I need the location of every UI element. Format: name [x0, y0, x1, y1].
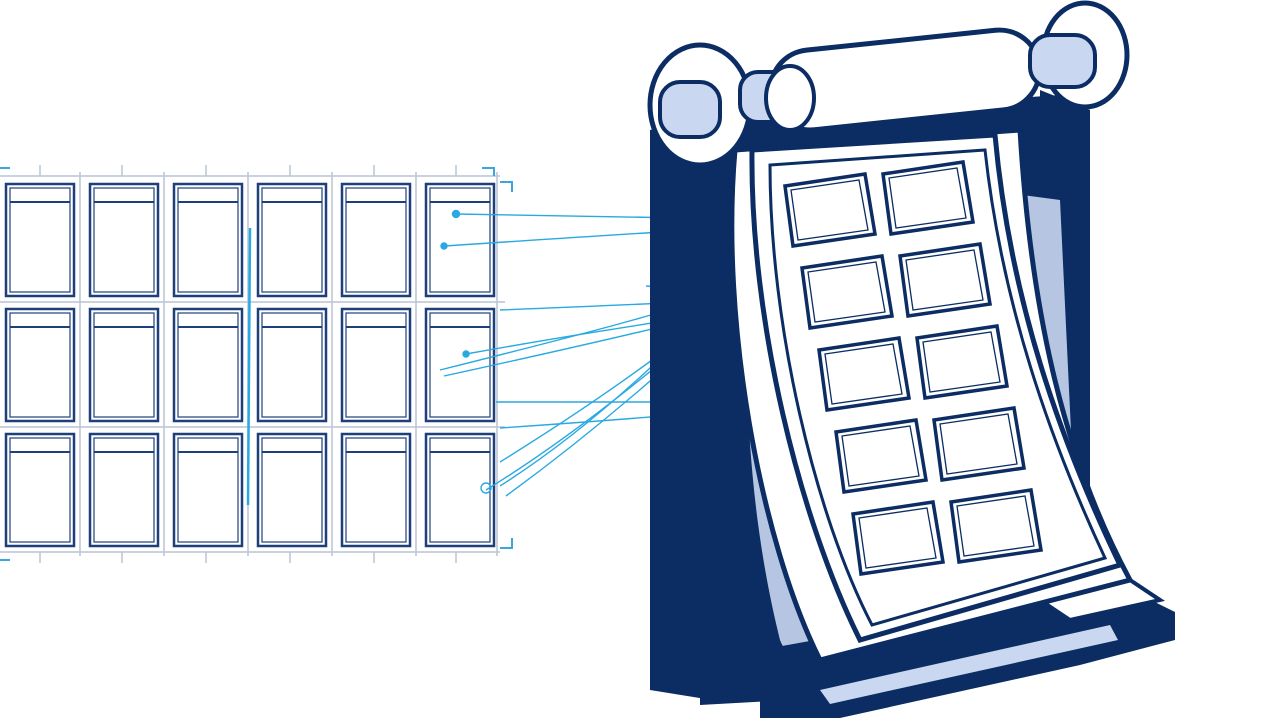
grid-cell-inner [93, 312, 155, 418]
grid-cell-inner [261, 437, 323, 543]
grid-cell [88, 307, 160, 423]
grid-cell [256, 432, 328, 548]
grid-cell-inner [429, 187, 491, 293]
grid-cell-inner [93, 187, 155, 293]
sheet-cell [817, 336, 912, 412]
grid-cell-inner [429, 312, 491, 418]
grid-cell [88, 182, 160, 298]
grid-cell [424, 182, 496, 298]
grid-cell [424, 432, 496, 548]
grid-cell-inner [261, 187, 323, 293]
grid-tick-marks [39, 165, 457, 563]
grid-cell [256, 307, 328, 423]
grid-cell [172, 432, 244, 548]
sheet-cell-inner [905, 249, 984, 311]
sheet-cell-inner [922, 331, 1001, 393]
grid-cell-inner [345, 187, 407, 293]
sheet-cell [932, 406, 1027, 482]
grid-cell-inner [261, 312, 323, 418]
grid-cell-inner [177, 187, 239, 293]
machine-base-highlight [820, 625, 1118, 704]
sheet-cell [881, 160, 976, 236]
flat-grid-panel [0, 165, 513, 563]
sheet-cell [915, 324, 1010, 400]
sheet-cell [949, 488, 1044, 564]
grid-cell-inner [93, 437, 155, 543]
grid-cell [172, 307, 244, 423]
roller-left-hub [658, 80, 722, 139]
grid-cell-inner [9, 437, 71, 543]
machine-back-frame [650, 115, 712, 700]
sheet-cell [783, 172, 878, 248]
sheet-cell-inner [939, 413, 1018, 475]
sheet-cell-inner [824, 343, 903, 405]
sheet-cell [800, 254, 895, 330]
grid-cell-inner [9, 312, 71, 418]
roller-sheet-inner-border [768, 148, 1108, 627]
roller-left-collar [764, 64, 816, 132]
sheet-cell [898, 242, 993, 318]
sheet-cell-inner [858, 507, 937, 569]
sheet-cell-inner [807, 261, 886, 323]
grid-cell [4, 182, 76, 298]
grid-cell [340, 182, 412, 298]
grid-seam-line [246, 227, 252, 506]
grid-cell [88, 432, 160, 548]
grid-cell-inner [345, 312, 407, 418]
sheet-cell-inner [841, 425, 920, 487]
roller-sheet-cells [783, 160, 1044, 576]
roller-machine [647, 0, 1175, 718]
sheet-cell [834, 418, 929, 494]
roller-right-axle [1028, 33, 1097, 89]
sheet-cell-inner [790, 179, 869, 241]
grid-cell-inner [177, 312, 239, 418]
flat-grid-cells [4, 182, 496, 548]
corner-brackets [0, 167, 513, 561]
grid-cell [4, 307, 76, 423]
sheet-cell-inner [956, 495, 1035, 557]
grid-cell [340, 307, 412, 423]
sheet-cell [851, 500, 946, 576]
grid-cell-inner [345, 437, 407, 543]
grid-cell [172, 182, 244, 298]
sheet-cell-inner [888, 167, 967, 229]
grid-cell [4, 432, 76, 548]
grid-cell [256, 182, 328, 298]
grid-cell-inner [9, 187, 71, 293]
top-roller [647, 0, 1130, 168]
grid-cell-inner [177, 437, 239, 543]
grid-cell [340, 432, 412, 548]
